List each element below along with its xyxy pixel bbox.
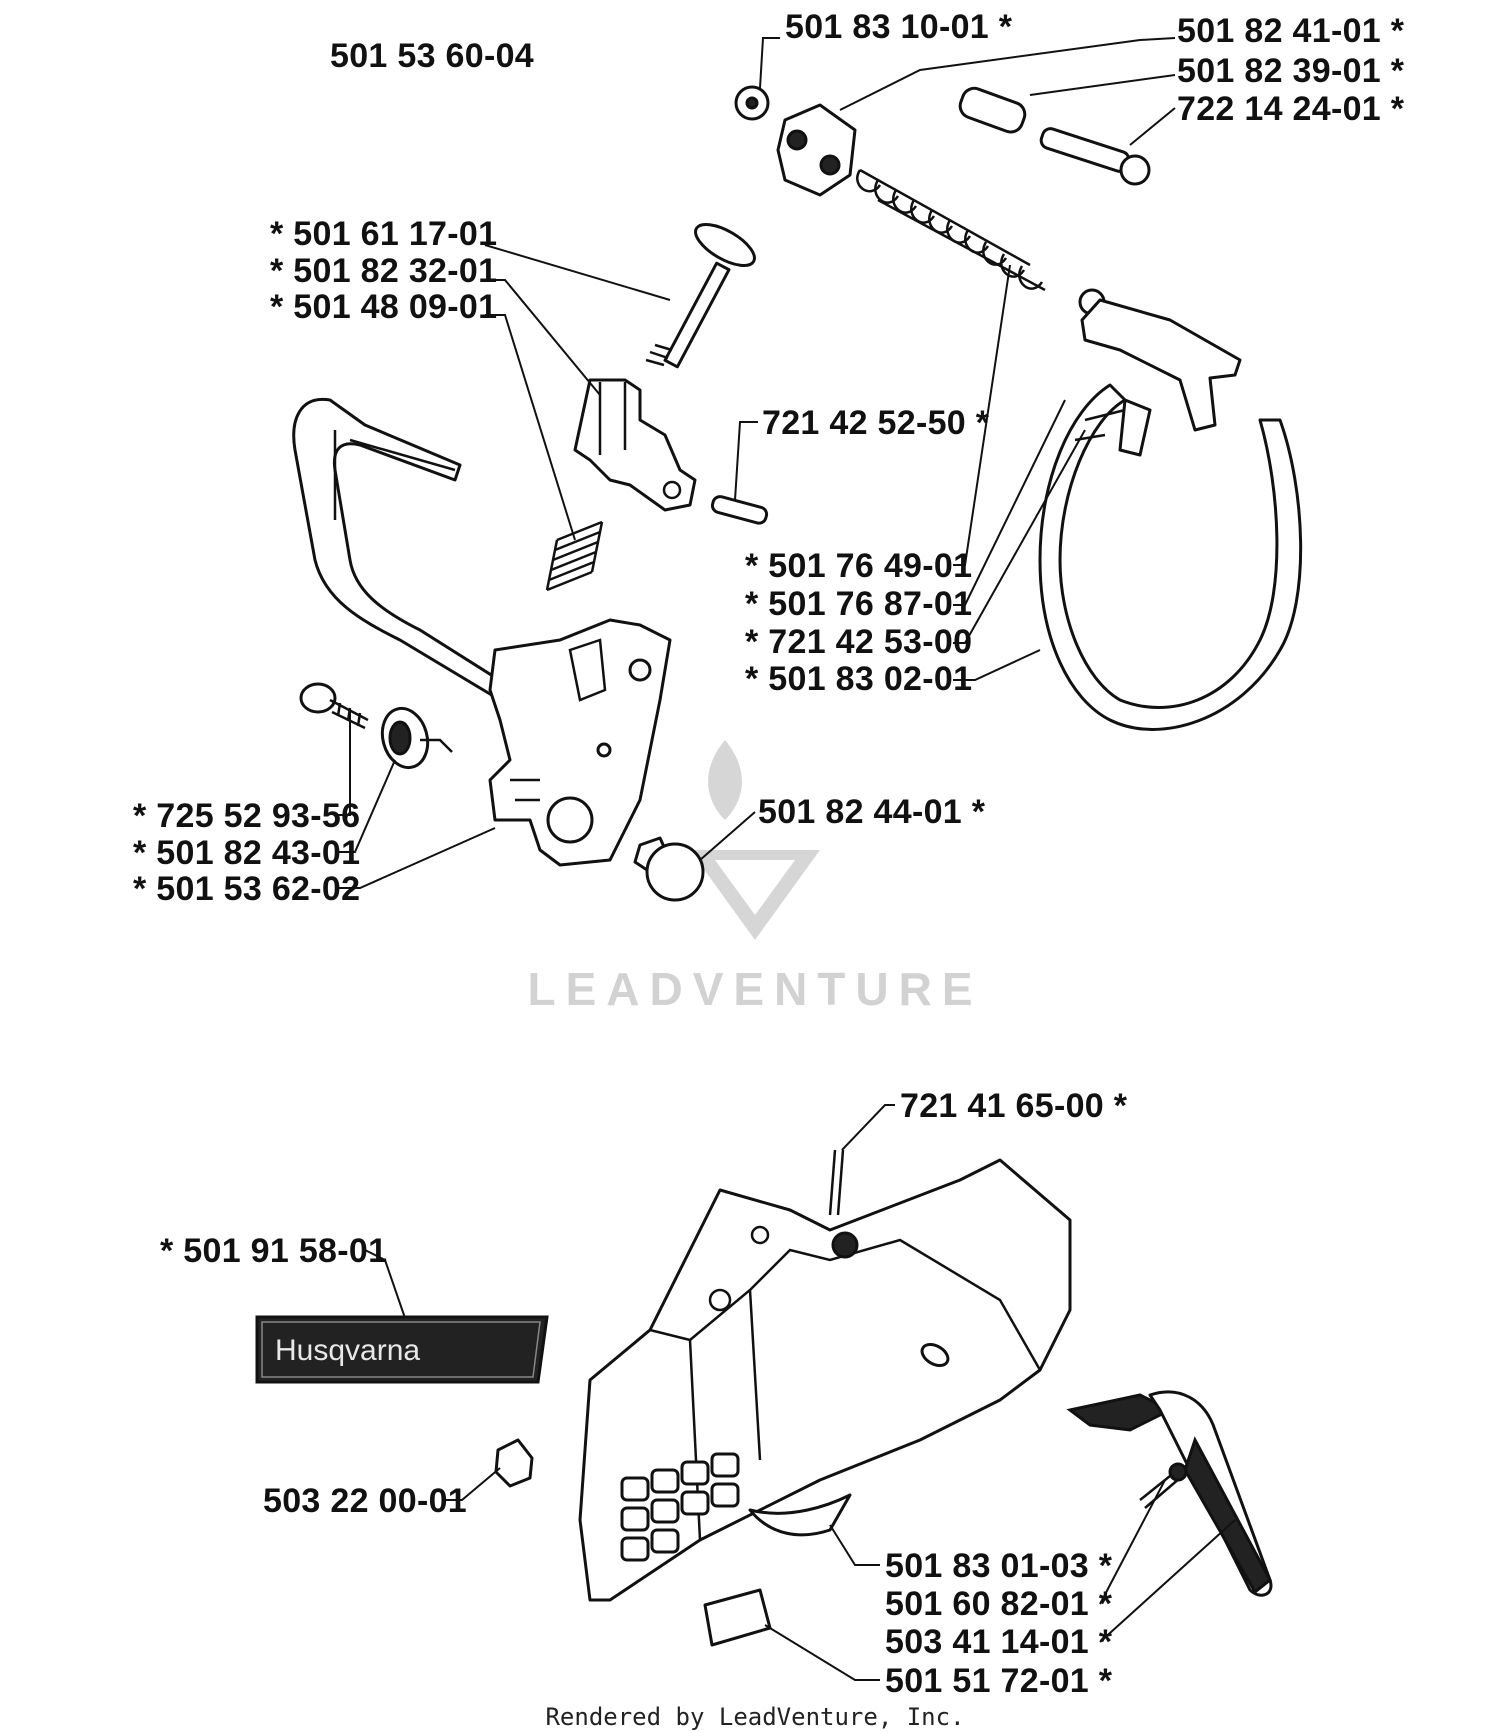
- label-501830201: * 501 83 02-01: [745, 660, 972, 698]
- diagram-title: 501 53 60-04: [330, 37, 534, 75]
- brake-band-part: [1038, 288, 1303, 731]
- brake-handle-part: [292, 397, 672, 867]
- label-501830103: 501 83 01-03 *: [885, 1547, 1113, 1585]
- label-501768701: * 501 76 87-01: [745, 585, 972, 623]
- label-501823201: * 501 82 32-01: [270, 252, 497, 290]
- label-503411401: 503 41 14-01 *: [885, 1623, 1113, 1661]
- label-501611701: * 501 61 17-01: [270, 215, 497, 253]
- label-501824401: 501 82 44-01 *: [758, 793, 986, 831]
- small-spring-part: [545, 520, 604, 592]
- leader-lines: [338, 37, 1236, 1681]
- watermark-text: LEADVENTURE: [527, 963, 982, 1015]
- nut-501831001-part: [734, 85, 770, 121]
- decal-part: Husqvarna: [255, 1315, 549, 1384]
- rod-knob-part: [645, 223, 756, 369]
- screw-503411401-part: [1139, 1462, 1188, 1509]
- label-501824101: 501 82 41-01 *: [1177, 12, 1405, 50]
- bolt-part: [1039, 127, 1151, 186]
- leadventure-watermark: LEADVENTURE: [527, 740, 982, 1015]
- label-501831001: 501 83 10-01 *: [785, 8, 1013, 46]
- sleeve-part: [958, 86, 1027, 134]
- chain-catcher-part: [1066, 1390, 1273, 1597]
- label-501764901: * 501 76 49-01: [745, 547, 972, 585]
- large-spring-part: [856, 168, 1046, 292]
- label-501517201: 501 51 72-01 *: [885, 1662, 1113, 1700]
- label-722142401: 722 14 24-01 *: [1177, 90, 1405, 128]
- label-501608201: 501 60 82-01 *: [885, 1585, 1113, 1623]
- label-501823901: 501 82 39-01 *: [1177, 52, 1405, 90]
- footer-credit: Rendered by LeadVenture, Inc.: [545, 1703, 964, 1731]
- pad-part: [703, 1588, 772, 1647]
- pin-721416500-part: [828, 1149, 859, 1259]
- label-501480901: * 501 48 09-01: [270, 288, 497, 326]
- part-labels: 501 83 10-01 * 501 82 41-01 * 501 82 39-…: [133, 8, 1405, 1700]
- nut-503220001-part: [494, 1438, 534, 1488]
- vent-grille: [620, 1452, 740, 1562]
- nut-part: [633, 836, 705, 902]
- label-501824301: * 501 82 43-01: [133, 834, 360, 872]
- label-721425250: 721 42 52-50 *: [762, 404, 990, 442]
- pin-part: [710, 495, 769, 525]
- label-501536202: * 501 53 62-02: [133, 870, 360, 908]
- screw-part: [299, 682, 369, 730]
- bushing-part: [380, 706, 453, 770]
- latch-part: [573, 378, 697, 512]
- label-721425300: * 721 42 53-00: [745, 623, 972, 661]
- label-721416500: 721 41 65-00 *: [900, 1087, 1128, 1125]
- label-503220001: 503 22 00-01: [263, 1482, 467, 1520]
- clamp-block-part: [776, 103, 857, 197]
- label-501915801: * 501 91 58-01: [160, 1232, 387, 1270]
- label-725529356: * 725 52 93-56: [133, 797, 360, 835]
- decal-text: Husqvarna: [275, 1334, 420, 1367]
- clutch-cover-part: [578, 1158, 1072, 1602]
